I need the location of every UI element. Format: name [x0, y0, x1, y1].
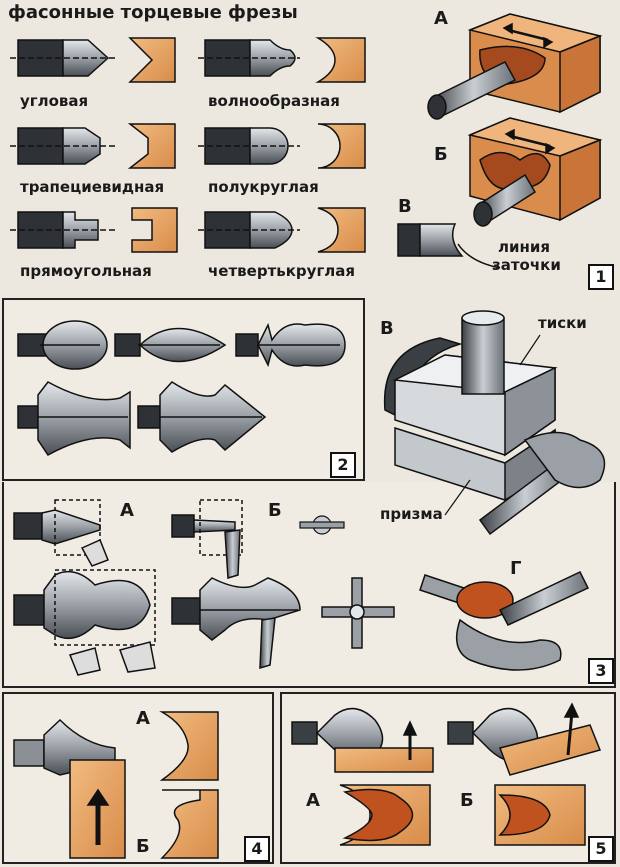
- workpiece-wave: [315, 37, 366, 83]
- lathe-cutter-b-small: [171, 499, 243, 579]
- profile-baluster: [235, 322, 346, 368]
- cutter-wave: [198, 39, 300, 77]
- wood-block-b: [467, 117, 603, 222]
- wood-block-a: [467, 13, 603, 114]
- cross-small: [299, 515, 345, 535]
- panel1-letter-b: Б: [434, 144, 448, 165]
- sharpen-cutter: [397, 223, 501, 269]
- panel4-letter-b: Б: [136, 836, 150, 857]
- panel3-number: 3: [588, 658, 614, 684]
- page-title: фасонные торцевые фрезы: [8, 2, 298, 23]
- cutter-trapezoid: [10, 127, 115, 165]
- panel4-workpiece-b: [160, 789, 219, 859]
- panel4-cutter: [13, 718, 126, 859]
- prism-label: призма: [380, 505, 443, 523]
- panel5-letter-a: А: [306, 790, 320, 811]
- cutter-rectangular: [10, 211, 115, 249]
- vise-label: тиски: [538, 314, 587, 332]
- panel4-letter-a: А: [136, 708, 150, 729]
- cutter-semicircle: [198, 127, 300, 165]
- panel5-cutter-b: [447, 702, 602, 846]
- lathe-cutter-a: [13, 499, 109, 567]
- panel1-number: 1: [588, 264, 614, 290]
- panel3-letter-g: Г: [510, 558, 522, 579]
- cutter-label-quarter: четвертькруглая: [208, 262, 356, 280]
- cutter-label-rectangular: прямоугольная: [20, 262, 152, 280]
- panel3-letter-b: Б: [268, 500, 282, 521]
- workpiece-trapezoid: [127, 123, 176, 169]
- cutter-label-angular: угловая: [20, 92, 89, 110]
- panel3-letter-a: А: [120, 500, 134, 521]
- cross-large: [321, 577, 395, 649]
- sharpen-label-2: заточки: [492, 256, 561, 274]
- lathe-cutter-large: [13, 569, 156, 676]
- workpiece-semicircle: [317, 123, 366, 169]
- panel1-letter-v: В: [398, 196, 412, 217]
- cutter-quarter: [198, 211, 300, 249]
- workpiece-rectangular: [131, 207, 178, 253]
- workpiece-quarter: [317, 207, 366, 253]
- panel5-number: 5: [588, 836, 614, 862]
- cutter-angular: [10, 39, 115, 77]
- cutter-label-wave: волнообразная: [208, 92, 340, 110]
- profile-round: [17, 320, 108, 370]
- sanding-drum: [419, 571, 590, 671]
- panel3-letter-v: В: [380, 318, 394, 339]
- panel5-cutter-a: [291, 707, 434, 846]
- panel5-letter-b: Б: [460, 790, 474, 811]
- profile-bell: [17, 381, 131, 456]
- workpiece-angular: [128, 37, 176, 83]
- drill-a: [427, 61, 517, 120]
- panel-4: [2, 692, 274, 864]
- drill-b: [473, 173, 537, 227]
- panel1-letter-a: А: [434, 8, 448, 29]
- profile-arrow: [137, 381, 267, 453]
- vise: [383, 310, 606, 536]
- sharpen-label-1: линия: [498, 238, 551, 256]
- profile-leaf: [114, 327, 227, 363]
- panel4-workpiece-a: [159, 711, 219, 781]
- panel4-number: 4: [244, 836, 270, 862]
- cutter-label-semicircle: полукруглая: [208, 178, 319, 196]
- lathe-cutter-cross: [171, 577, 301, 670]
- cutter-label-trapezoid: трапециевидная: [20, 178, 165, 196]
- panel2-number: 2: [330, 452, 356, 478]
